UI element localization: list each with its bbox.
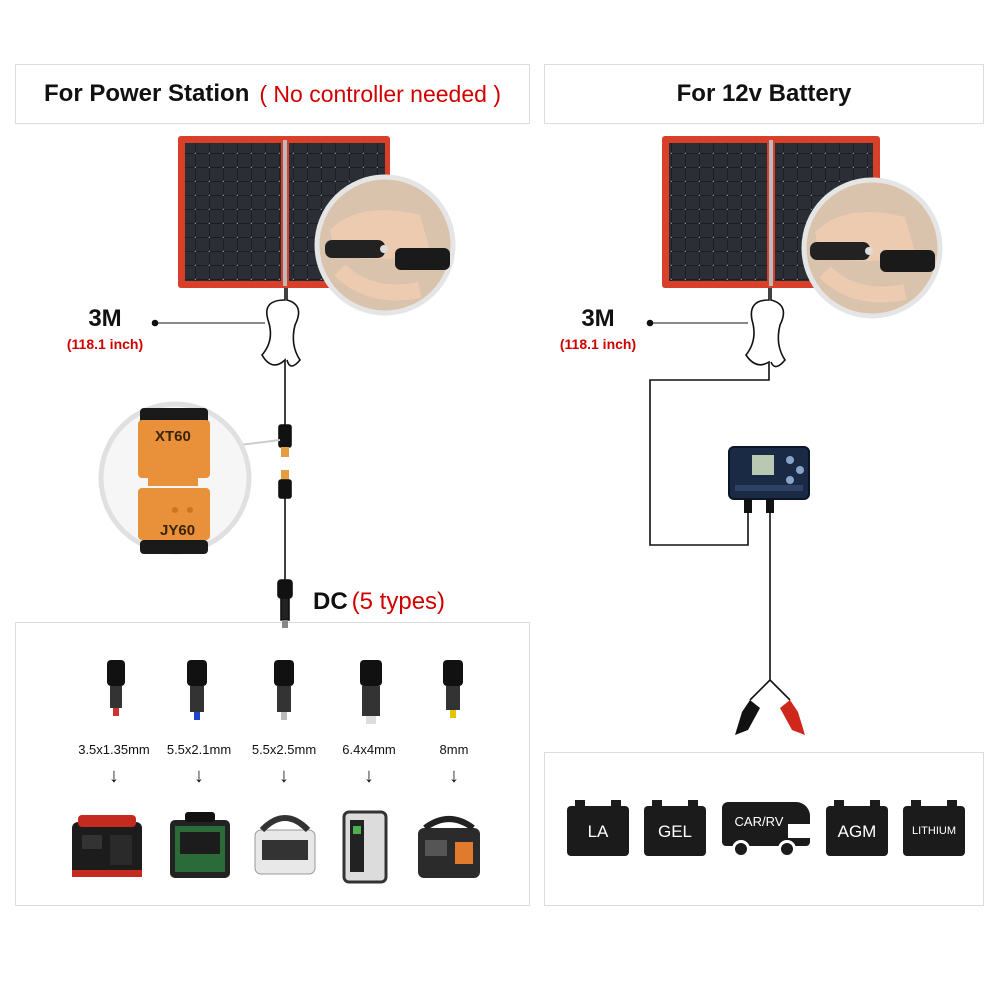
left-cable — [151, 288, 301, 628]
dc-plug-5 — [443, 660, 463, 718]
plug-size-5: 8mm — [439, 742, 469, 757]
dc-plug-1 — [107, 660, 125, 716]
battery-la-label: LA — [587, 822, 609, 841]
arrow-down-icon: ↓ — [194, 765, 204, 787]
battery-gel-label: GEL — [657, 822, 693, 841]
left-cable-length-inch: (118.1 inch) — [66, 336, 144, 352]
dc-label: DC(5 types) — [313, 588, 445, 616]
battery-clips — [735, 700, 805, 735]
power-station-5 — [418, 816, 480, 878]
power-stations — [72, 810, 480, 884]
battery-la: LA — [567, 798, 629, 856]
right-plug-closeup — [801, 177, 943, 319]
arrow-down-icon: ↓ — [279, 765, 289, 787]
right-cable — [646, 288, 791, 701]
left-plug-closeup — [314, 174, 456, 316]
battery-lithium-label: LITHIUM — [912, 825, 956, 837]
xt60-connector-closeup — [98, 401, 281, 555]
dc-plugs — [107, 660, 463, 724]
power-station-2 — [170, 812, 230, 878]
power-station-3 — [254, 815, 316, 875]
arrow-down-icon: ↓ — [449, 765, 459, 787]
left-cable-length: 3M — [88, 305, 122, 332]
battery-agm: AGM — [826, 798, 888, 856]
right-cable-length-inch: (118.1 inch) — [559, 336, 637, 352]
plug-size-3: 5.5x2.5mm — [251, 742, 317, 757]
battery-gel: GEL — [644, 798, 706, 856]
arrow-down-icon: ↓ — [109, 765, 119, 787]
left-header-note: ( No controller needed ) — [259, 80, 501, 107]
charge-controller — [728, 446, 810, 513]
power-station-4 — [342, 810, 388, 884]
dc-plug-4 — [360, 660, 382, 724]
xt60-label: XT60 — [155, 428, 191, 445]
plug-size-1: 3.5x1.35mm — [78, 742, 150, 757]
battery-agm-label: AGM — [837, 822, 877, 841]
dc-plug-2 — [187, 660, 207, 720]
arrow-down-icon: ↓ — [364, 765, 374, 787]
car-rv-icon: CAR/RV — [722, 798, 810, 860]
dc-label-text: DC — [313, 588, 348, 615]
plug-size-4: 6.4x4mm — [342, 742, 396, 757]
car-rv-label: CAR/RV — [734, 814, 784, 829]
dc-plug-3 — [274, 660, 294, 720]
right-cable-length: 3M — [581, 305, 615, 332]
power-station-1 — [72, 815, 142, 877]
left-header-title: For Power Station — [44, 80, 250, 107]
jy60-label: JY60 — [160, 522, 196, 539]
left-header: For Power Station ( No controller needed… — [15, 64, 530, 124]
dc-types-note: (5 types) — [351, 588, 446, 615]
battery-lithium: LITHIUM — [903, 798, 965, 856]
right-header-title: For 12v Battery — [676, 80, 852, 107]
plug-size-2: 5.5x2.1mm — [166, 742, 232, 757]
right-header: For 12v Battery — [544, 64, 984, 124]
